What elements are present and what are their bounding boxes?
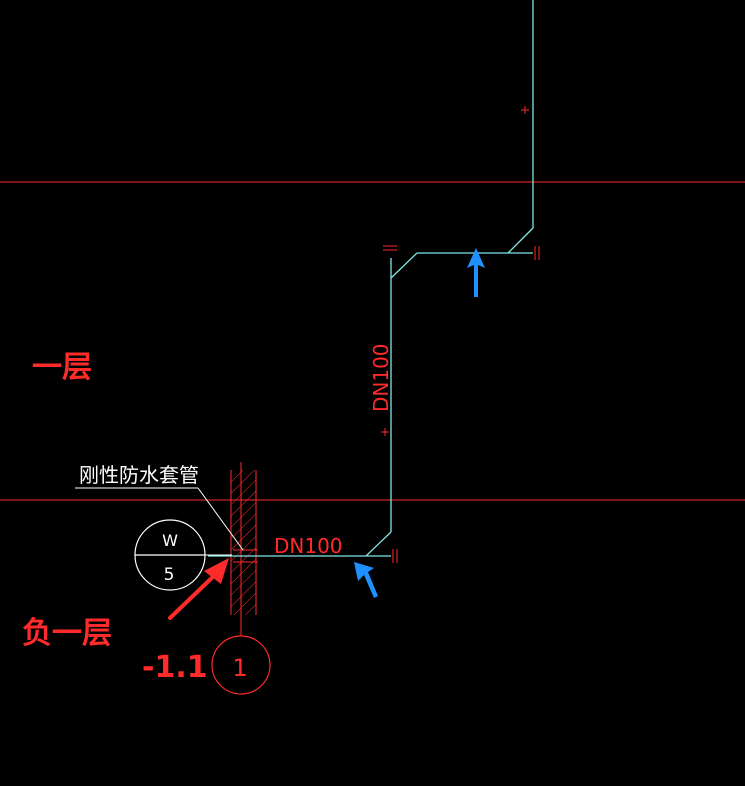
pipe-size-horizontal-label: DN100 [274,534,343,558]
pipe-id-top-text: W [162,531,178,550]
blue-arrow-lower [354,562,378,598]
blue-arrow-upper [467,248,485,297]
pipe-id-bottom-text: 5 [164,565,175,585]
red-annotation-arrow [168,558,229,620]
axis-number-text: 1 [232,654,247,682]
axis-marker: 1 [211,615,271,695]
wall-section [230,462,258,615]
pipe-id-symbol: W 5 [134,519,232,591]
floor-1-label: 一层 [32,350,92,385]
sleeve-leader [75,487,244,551]
sleeve-note-label: 刚性防水套管 [79,463,199,487]
drain-pipe [208,0,534,557]
pipe-size-vertical-label: DN100 [369,343,393,412]
floor-b1-label: 负一层 [22,616,112,651]
pipe-tick-marks [381,106,540,563]
elevation-label: -1.1 [142,650,208,685]
